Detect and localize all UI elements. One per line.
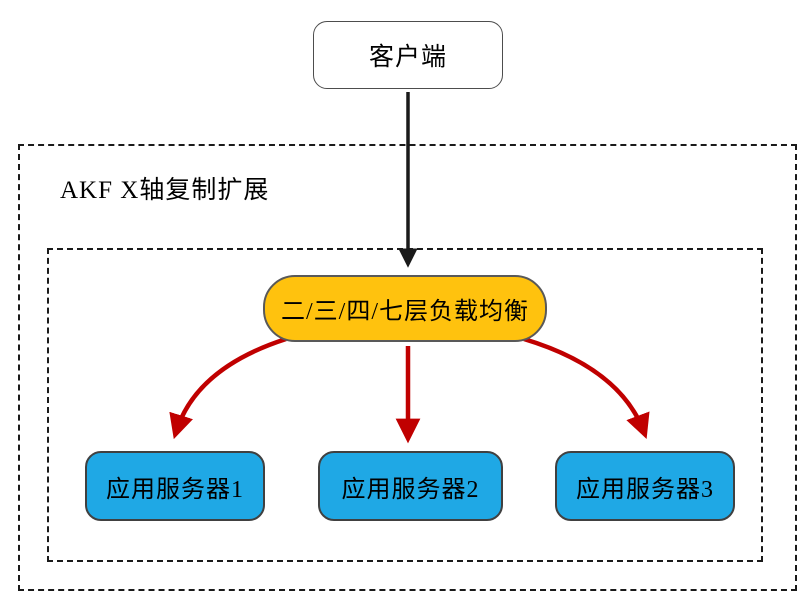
server-node-2: 应用服务器2 xyxy=(318,451,503,521)
load-balancer-node: 二/三/四/七层负载均衡 xyxy=(263,275,547,342)
akf-group-boundary xyxy=(18,144,797,591)
load-balancer-label: 二/三/四/七层负载均衡 xyxy=(280,299,529,325)
client-node: 客户端 xyxy=(313,21,503,89)
server-node-2-label: 应用服务器2 xyxy=(341,476,480,503)
server-cluster-boundary xyxy=(47,248,763,562)
server-node-3-label: 应用服务器3 xyxy=(576,476,714,503)
server-node-1: 应用服务器1 xyxy=(85,451,265,521)
akf-group-label: AKF X轴复制扩展 xyxy=(60,177,270,204)
server-node-1-label: 应用服务器1 xyxy=(106,476,244,503)
server-node-3: 应用服务器3 xyxy=(555,451,735,521)
client-node-label: 客户端 xyxy=(368,44,447,71)
